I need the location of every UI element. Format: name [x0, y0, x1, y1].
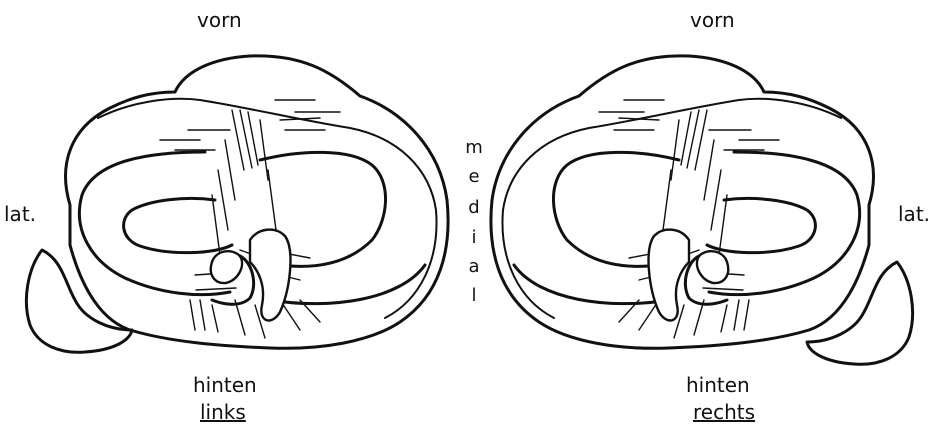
- medial-letter: l: [471, 285, 476, 306]
- left-tibia-outline: [66, 56, 449, 348]
- medial-letter: i: [471, 227, 476, 248]
- left-back-label: hinten: [193, 373, 257, 397]
- right-caption: rechts: [693, 400, 755, 424]
- left-lateral-meniscus: [79, 152, 230, 295]
- right-medial-meniscus-outer: [514, 265, 669, 304]
- right-cruciate-attachment-anterior: [697, 251, 728, 283]
- left-cruciate-attachment-anterior: [211, 251, 242, 283]
- left-knee-drawing: [26, 56, 448, 352]
- left-hatching: [160, 100, 340, 338]
- medial-label: m e d i a l: [465, 137, 483, 306]
- right-tibia-outline: [491, 56, 874, 348]
- right-front-label: vorn: [690, 8, 735, 32]
- left-caption: links: [200, 400, 246, 424]
- left-medial-meniscus-outer: [270, 265, 425, 304]
- right-back-label: hinten: [686, 373, 750, 397]
- left-fibula-head: [26, 250, 132, 352]
- right-lateral-label: lat.: [898, 202, 930, 226]
- right-lateral-meniscus: [709, 152, 860, 295]
- right-fibula-head: [807, 262, 913, 364]
- right-hatching: [599, 100, 779, 338]
- left-lateral-label: lat.: [4, 202, 36, 226]
- medial-letter: a: [468, 256, 479, 277]
- medial-letter: m: [465, 137, 483, 158]
- right-knee-drawing: [491, 56, 913, 364]
- left-front-label: vorn: [197, 8, 242, 32]
- medial-letter: e: [468, 166, 479, 187]
- medial-letter: d: [468, 197, 479, 218]
